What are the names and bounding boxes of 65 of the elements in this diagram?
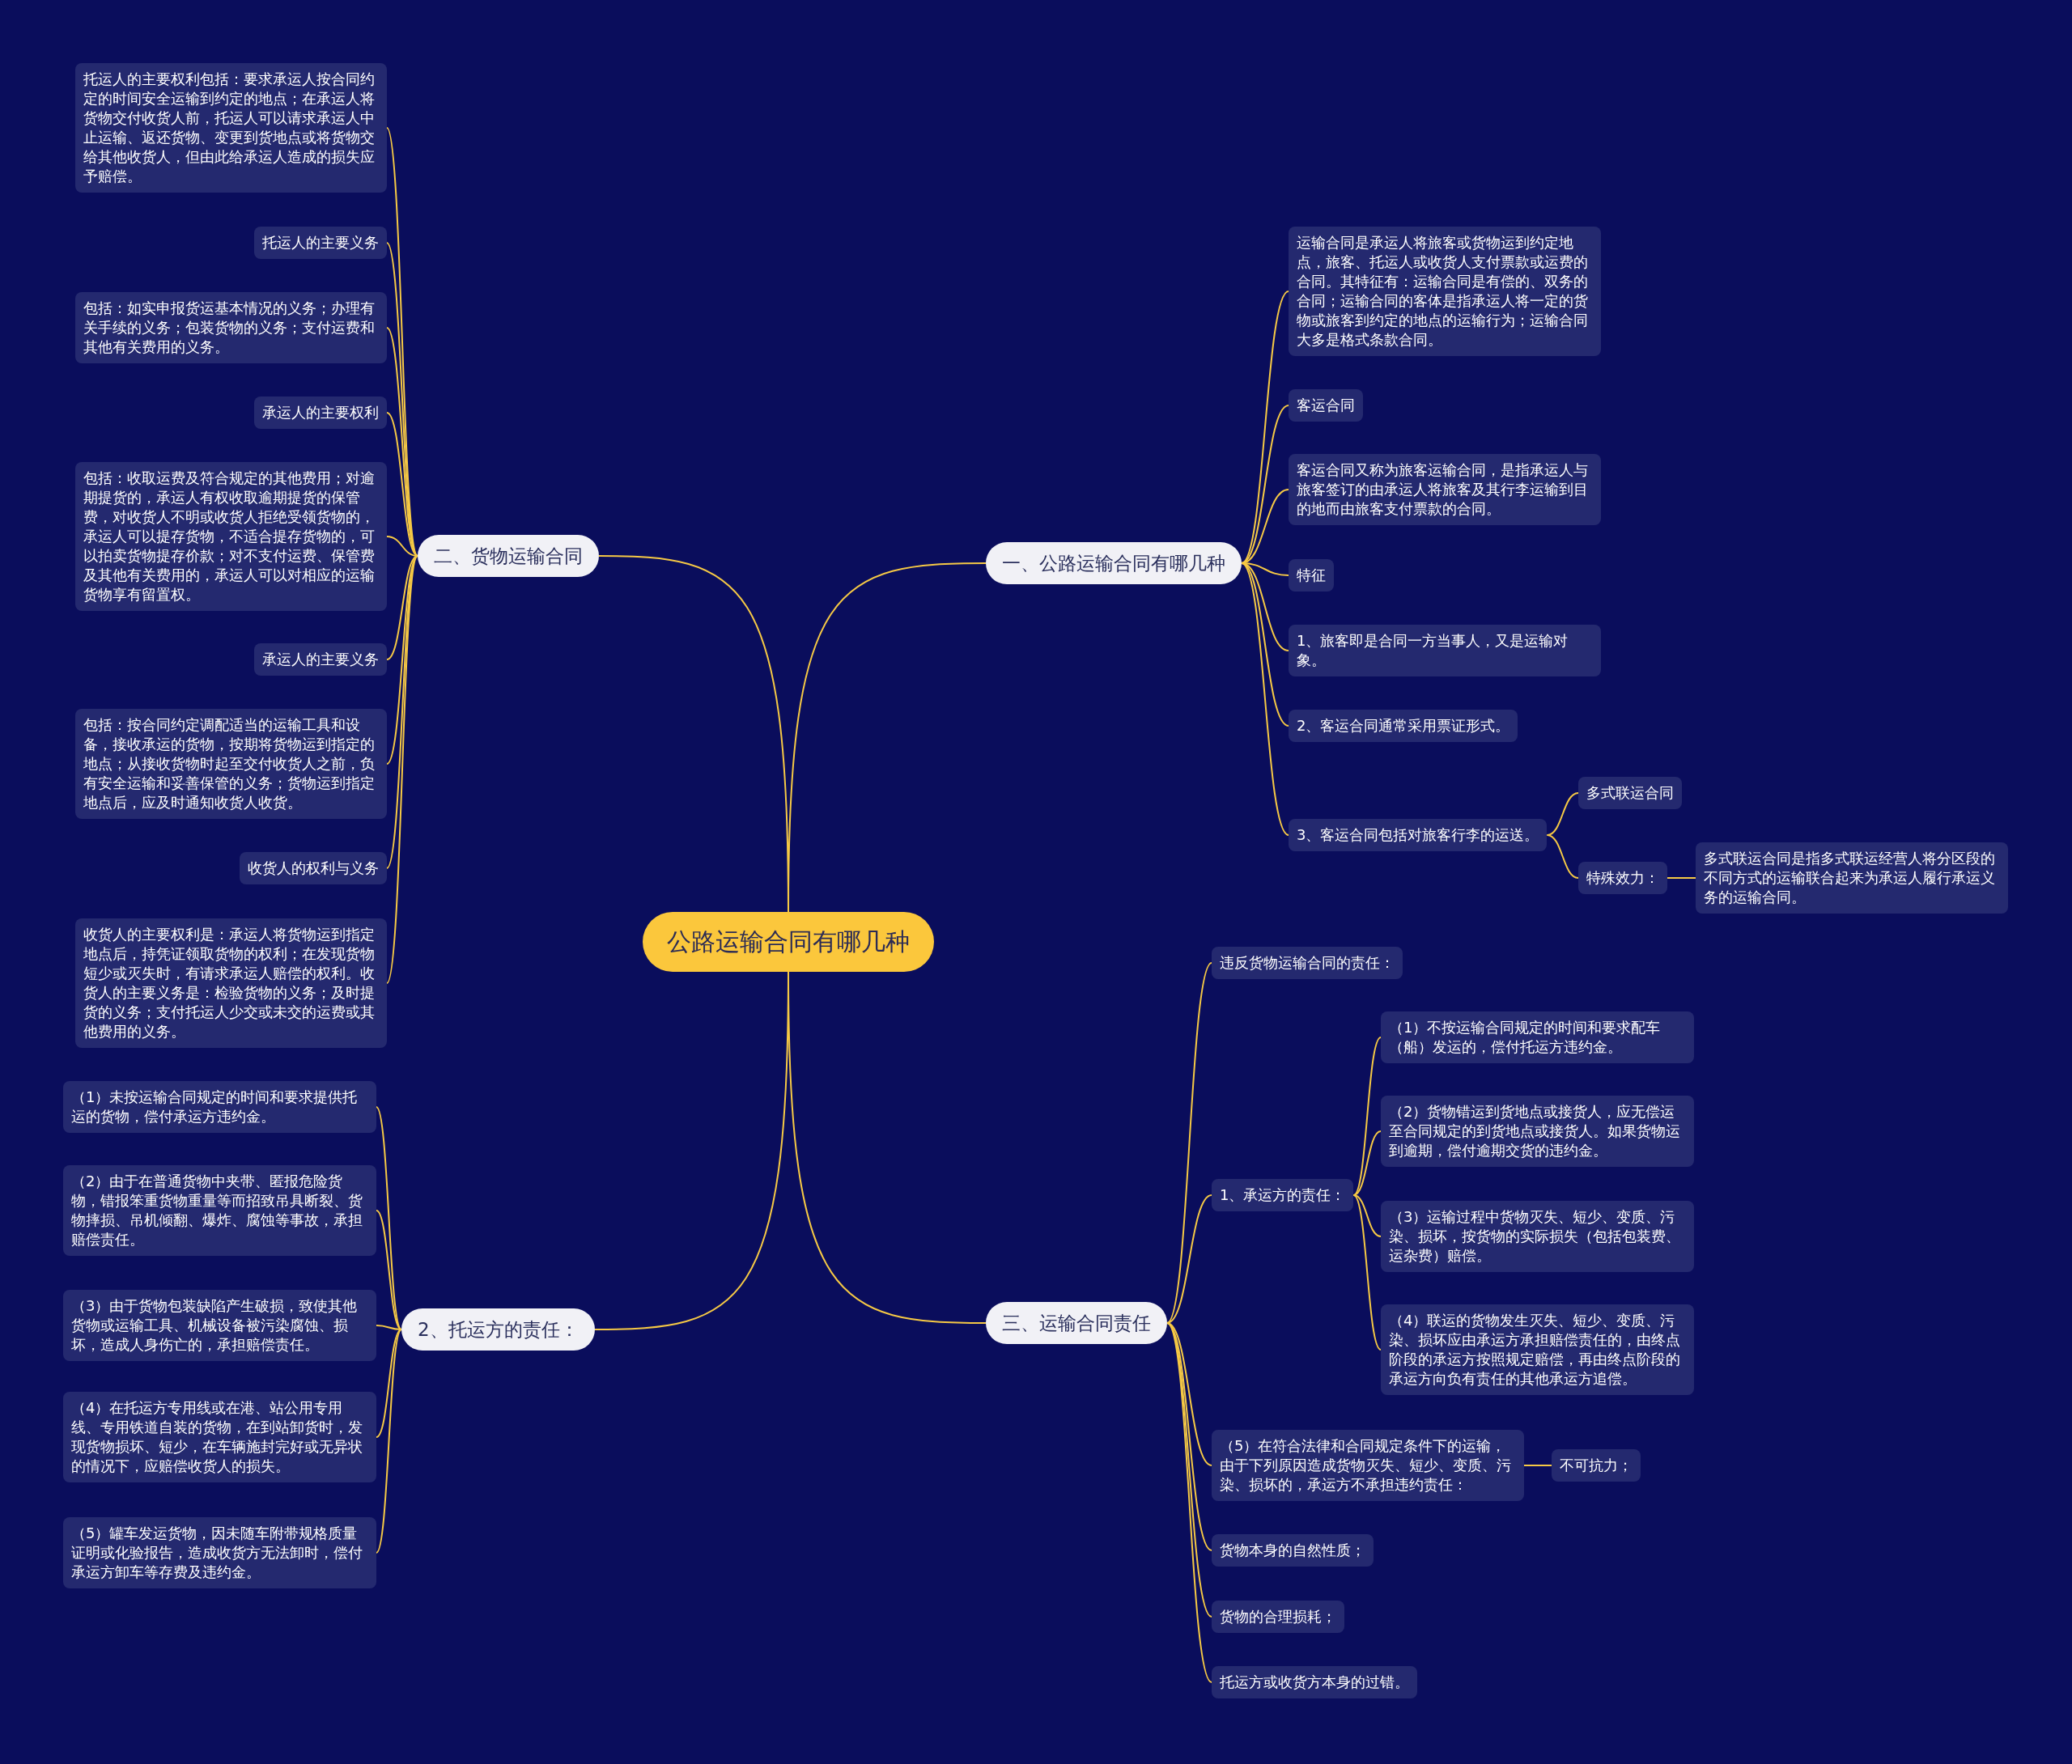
topic-box: （2）由于在普通货物中夹带、匿报危险货物，错报笨重货物重量等而招致吊具断裂、货物摔损、吊机倾翻、爆炸、腐蚀等事故，承担赔偿责任。 [63,1165,376,1256]
branch-topic: 一、公路运输合同有哪几种 [986,542,1242,584]
topic-box: 运输合同是承运人将旅客或货物运到约定地点，旅客、托运人或收货人支付票款或运费的合同。其特征有：运输合同是有偿的、双务的合同；运输合同的客体是指承运人将一定的货物或旅客到约定的地点的运输行为；运输合同大多是格式条款合同。 [1289,227,1601,356]
connector-line [376,1329,402,1554]
connector-line [1352,1194,1382,1237]
topic-box: 托运方或收货方本身的过错。 [1212,1666,1417,1698]
topic-box: 客运合同又称为旅客运输合同，是指承运人与旅客签订的由承运人将旅客及其行李运输到目的地而由旅客支付票款的合同。 [1289,454,1601,525]
connector-line [386,327,418,557]
topic-box: （5）在符合法律和合同规定条件下的运输，由于下列原因造成货物灭失、短少、变质、污染、损坏的，承运方不承担违约责任： [1212,1430,1524,1501]
topic-box: 收货人的主要权利是：承运人将货物运到指定地点后，持凭证领取货物的权利；在发现货物短少或灭失时，有请求承运人赔偿的权利。收货人的主要义务是：检验货物的义务；及时提货的义务；支付托运人少交或未交的运费或其他费用的义务。 [75,918,387,1048]
connector-line [1166,1194,1212,1324]
topic-box: （4）在托运方专用线或在港、站公用专用线、专用铁道自装的货物，在到站卸货时，发现货物损坏、短少，在车辆施封完好或无异状的情况下，应赔偿收货人的损失。 [63,1392,376,1482]
topic-box: 承运人的主要义务 [254,643,387,676]
connector-line [1523,1465,1552,1466]
topic-box: （1）未按运输合同规定的时间和要求提供托运的货物，偿付承运方违约金。 [63,1081,376,1133]
connector-line [1241,562,1289,727]
topic-box: （5）罐车发运货物，因未随车附带规格质量证明或化验报告，造成收货方无法卸时，偿付承运方卸车等存费及违约金。 [63,1517,376,1588]
topic-box: 托运人的主要权利包括：要求承运人按合同约定的时间安全运输到约定的地点；在承运人将货物交付收货人前，托运人可以请求承运人中止运输、返还货物、变更到货地点或将货物交给其他收货人，但由此给承运人造成的损失应予赔偿。 [75,63,387,193]
topic-box: 1、承运方的责任： [1212,1179,1354,1211]
topic-box: 不可抗力； [1552,1449,1641,1482]
connector-line [1352,1037,1382,1196]
connector-line [1166,1322,1212,1466]
topic-box: 多式联运合同是指多式联运经营人将分区段的不同方式的运输联合起来为承运人履行承运义务的运输合同。 [1696,842,2008,914]
connector-line [1241,290,1289,564]
topic-box: 承运人的主要权利 [254,396,387,429]
connector-line [386,555,418,660]
topic-box: 货物本身的自然性质； [1212,1534,1374,1567]
topic-box: （4）联运的货物发生灭失、短少、变质、污染、损坏应由承运方承担赔偿责任的，由终点阶段的承运方按照规定赔偿，再由终点阶段的承运方向负有责任的其他承运方追偿。 [1381,1304,1694,1395]
connector-line [1166,1322,1212,1683]
connector-line [1241,405,1289,564]
connector-line [1166,962,1212,1324]
topic-box: （3）运输过程中货物灭失、短少、变质、污染、损坏，按货物的实际损失（包括包装费、运杂费）赔偿。 [1381,1201,1694,1272]
topic-box: 货物的合理损耗； [1212,1601,1344,1633]
central-topic: 公路运输合同有哪几种 [643,912,934,972]
branch-topic: 二、货物运输合同 [418,535,599,577]
connector-line [376,1210,402,1330]
connector-line [386,555,418,984]
connector-line [1667,877,1696,879]
topic-box: 违反货物运输合同的责任： [1212,947,1403,979]
topic-box: 包括：按合同约定调配适当的运输工具和设备，接收承运的货物，按期将货物运到指定的地点；从接收货物时起至交付收货人之前，负有安全运输和妥善保管的义务；货物运到指定地点后，应及时通知收货人收货。 [75,709,387,819]
branch-topic: 三、运输合同责任 [986,1302,1167,1344]
connector-line [1352,1130,1382,1196]
connector-line [376,1325,402,1330]
topic-box: 包括：如实申报货运基本情况的义务；办理有关手续的义务；包装货物的义务；支付运费和其他有关费用的义务。 [75,292,387,363]
topic-box: 特殊效力： [1578,862,1667,894]
topic-box: （2）货物错运到货地点或接货人，应无偿运至合同规定的到货地点或接货人。如果货物运到逾期，偿付逾期交货的违约金。 [1381,1096,1694,1167]
topic-box: （3）由于货物包装缺陷产生破损，致使其他货物或运输工具、机械设备被污染腐蚀、损坏，造成人身伤亡的，承担赔偿责任。 [63,1290,376,1361]
connector-line [386,536,418,557]
topic-box: 3、客运合同包括对旅客行李的运送。 [1289,819,1548,851]
topic-box: 1、旅客即是合同一方当事人，又是运输对象。 [1289,625,1601,676]
connector-line [1352,1194,1382,1351]
connector-line [376,1329,402,1438]
topic-box: 2、客运合同通常采用票证形式。 [1289,710,1518,742]
branch-topic: 2、托运方的责任： [401,1308,595,1351]
connector-line [1546,834,1579,879]
topic-box: 特征 [1289,559,1334,592]
topic-box: 多式联运合同 [1578,777,1682,809]
connector-line [386,127,418,557]
topic-box: （1）不按运输合同规定的时间和要求配车（船）发运的，偿付托运方违约金。 [1381,1011,1694,1063]
topic-box: 托运人的主要义务 [254,227,387,259]
connector-line [1241,562,1289,836]
topic-box: 包括：收取运费及符合规定的其他费用；对逾期提货的，承运人有权收取逾期提货的保管费，对收货人不明或收货人拒绝受领货物的，承运人可以提存货物，不适合提存货物的，可以拍卖货物提存价款；对不支付运费、保管费及其他有关费用的，承运人可以对相应的运输货物享有留置权。 [75,462,387,611]
topic-box: 客运合同 [1289,389,1363,422]
connector-line [386,555,418,869]
topic-box: 收货人的权利与义务 [240,852,387,884]
